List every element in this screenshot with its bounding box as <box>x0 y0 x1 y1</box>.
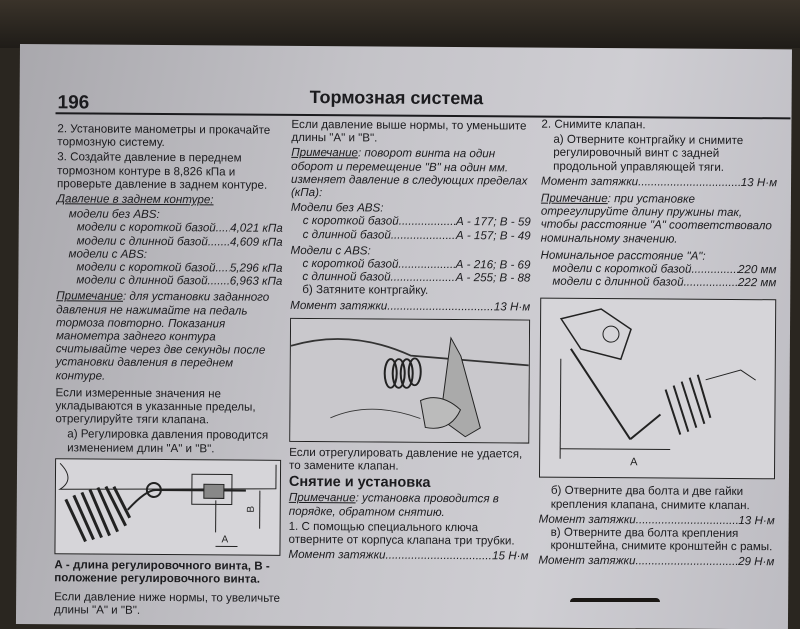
note: Примечание: поворот винта на один оборот… <box>291 146 531 200</box>
paragraph: Если давление ниже нормы, то увеличьте д… <box>54 591 280 619</box>
spec-row: модели с длинной базой6,963 кПа <box>56 273 282 288</box>
dimension-label-a: A <box>630 457 638 469</box>
spring-distance-figure: A <box>539 298 776 480</box>
step-a: а) Отверните контргайку и снимите регули… <box>541 133 777 174</box>
step-1: 1. С помощью специального ключа отвернит… <box>289 520 529 548</box>
torque-row: Момент затяжки13 Н·м <box>541 174 777 189</box>
book-page: 196 Тормозная система 2. Установите мано… <box>16 44 792 629</box>
step-b: б) Затяните контргайку. <box>290 283 530 298</box>
spec-row: модели с длинной базой222 мм <box>540 275 776 290</box>
pressure-heading: Давление в заднем контуре: <box>57 192 283 207</box>
torque-row: Момент затяжки13 Н·м <box>290 299 530 314</box>
note: Примечание: установка проводится в поряд… <box>289 491 529 519</box>
step-3: 3. Создайте давление в переднем тормозно… <box>57 151 283 192</box>
step-c: в) Отверните два болта крепления кронште… <box>538 526 774 554</box>
spec-row: модели с длинной базой4,609 кПа <box>57 234 283 249</box>
note: Примечание: при установке отрегулируйте … <box>541 192 777 246</box>
column-2: Если давление выше нормы, то уменьшите д… <box>288 118 531 563</box>
torque-row: Момент затяжки29 Н·м <box>538 554 774 569</box>
paragraph: Если отрегулировать давление не удается,… <box>289 446 529 474</box>
paragraph: Если измеренные значения не укладываются… <box>55 386 281 427</box>
step-2: 2. Установите манометры и прокачайте тор… <box>57 122 283 150</box>
hand-shadow <box>570 598 660 602</box>
dimension-label-b: B <box>246 505 257 512</box>
figure-caption: А - длина регулировочного винта, В - пол… <box>54 558 280 586</box>
note: Примечание: для установки заданного давл… <box>56 290 283 384</box>
photo-background <box>0 0 800 48</box>
column-1: 2. Установите манометры и прокачайте тор… <box>54 122 283 620</box>
column-3: 2. Снимите клапан. а) Отверните контргай… <box>538 118 777 569</box>
step-b: б) Отверните два болта и две гайки крепл… <box>539 484 775 512</box>
step-a: а) Регулировка давления проводится измен… <box>55 428 281 456</box>
step-2: 2. Снимите клапан. <box>541 118 777 133</box>
dimension-label-a: A <box>222 534 229 545</box>
page-title: Тормозная система <box>310 87 484 109</box>
spec-row: с длинной базойА - 157; В - 49 <box>291 228 531 243</box>
page-number: 196 <box>58 92 90 114</box>
section-heading: Снятие и установка <box>289 476 529 491</box>
valve-adjustment-figure: B A <box>54 458 281 556</box>
torque-row: Момент затяжки15 Н·м <box>288 548 528 563</box>
valve-photo-figure <box>289 318 530 444</box>
paragraph: Если давление выше нормы, то уменьшите д… <box>291 118 531 146</box>
